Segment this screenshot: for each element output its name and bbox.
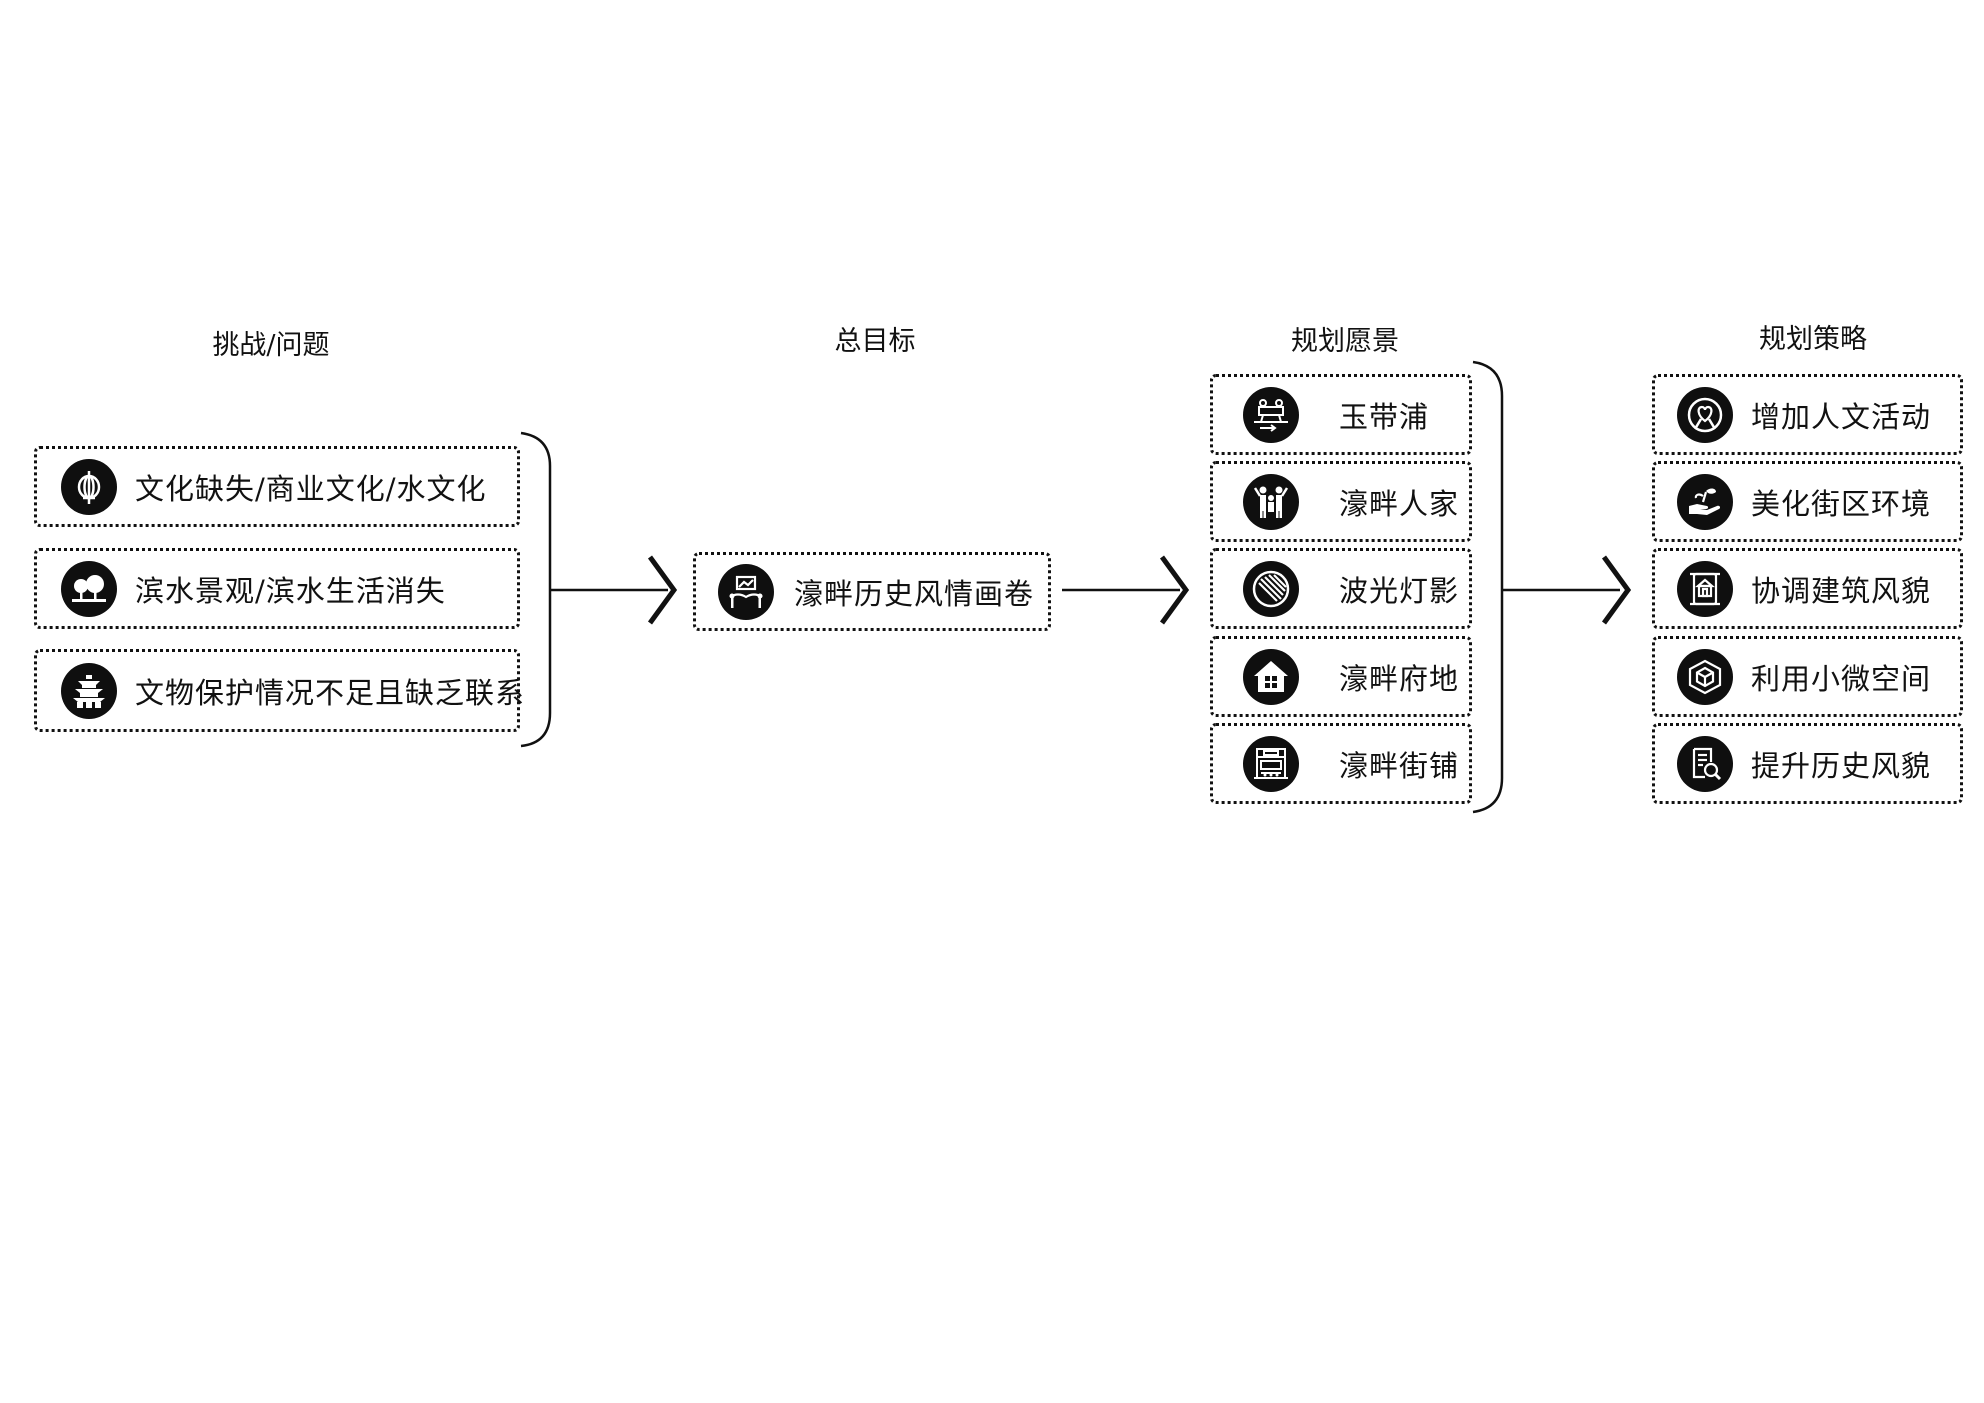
- challenge-label: 文化缺失/商业文化/水文化: [135, 471, 487, 506]
- title-strategy: 规划策略: [1759, 324, 1867, 355]
- challenge-item-heritage: 文物保护情况不足且缺乏联系: [34, 649, 524, 732]
- vision-item-family: 濠畔人家: [1210, 461, 1472, 542]
- vision-label: 濠畔街铺: [1339, 748, 1460, 783]
- light-rays-icon: [1243, 560, 1299, 617]
- title-vision: 规划愿景: [1291, 326, 1399, 357]
- title-challenges: 挑战/问题: [212, 330, 330, 361]
- vision-label: 濠畔府地: [1339, 661, 1460, 696]
- vision-item-light: 波光灯影: [1210, 548, 1472, 629]
- scroll-building-icon: [1677, 560, 1733, 617]
- strategy-label: 利用小微空间: [1751, 661, 1932, 696]
- challenge-label: 滨水景观/滨水生活消失: [135, 573, 446, 608]
- document-search-icon: [1677, 735, 1733, 792]
- vision-item-mansion: 濠畔府地: [1210, 636, 1472, 717]
- goal-box: 濠畔历史风情画卷: [693, 552, 1051, 631]
- heart-person-icon: [1677, 386, 1733, 443]
- arrow-chevron-3: [1601, 555, 1632, 625]
- challenges-brace: [520, 431, 552, 748]
- title-goal: 总目标: [834, 326, 916, 357]
- trees-icon: [61, 560, 117, 617]
- strategy-item-environment: 美化街区环境: [1652, 461, 1963, 542]
- cube-icon: [1677, 648, 1733, 705]
- strategy-item-architecture: 协调建筑风貌: [1652, 548, 1963, 629]
- storefront-icon: [1243, 735, 1299, 792]
- challenge-label: 文物保护情况不足且缺乏联系: [135, 675, 526, 710]
- goal-label: 濠畔历史风情画卷: [794, 576, 1035, 611]
- vision-item-shops: 濠畔街铺: [1210, 723, 1472, 804]
- arrow-chevron-1: [647, 555, 678, 625]
- vision-label: 波光灯影: [1339, 573, 1460, 608]
- hand-plant-icon: [1677, 473, 1733, 530]
- strategy-label: 美化街区环境: [1751, 486, 1932, 521]
- gallery-painting-icon: [718, 563, 774, 620]
- pagoda-icon: [61, 662, 117, 719]
- vision-item-yudaipu: 玉带浦: [1210, 374, 1472, 455]
- strategy-item-historic: 提升历史风貌: [1652, 723, 1963, 804]
- vision-brace: [1472, 360, 1504, 814]
- strategy-label: 协调建筑风貌: [1751, 573, 1932, 608]
- strategy-label: 提升历史风貌: [1751, 748, 1932, 783]
- strategy-label: 增加人文活动: [1751, 399, 1932, 434]
- challenge-item-culture: 文化缺失/商业文化/水文化: [34, 446, 520, 527]
- strategy-item-micro-space: 利用小微空间: [1652, 636, 1963, 717]
- arrow-chevron-2: [1159, 555, 1190, 625]
- lantern-icon: [61, 458, 117, 515]
- vision-label: 濠畔人家: [1339, 486, 1460, 521]
- house-icon: [1243, 648, 1299, 705]
- people-signpost-icon: [1243, 386, 1299, 443]
- challenge-item-waterfront: 滨水景观/滨水生活消失: [34, 548, 520, 629]
- strategy-item-activities: 增加人文活动: [1652, 374, 1963, 455]
- family-icon: [1243, 473, 1299, 530]
- vision-label: 玉带浦: [1339, 399, 1430, 434]
